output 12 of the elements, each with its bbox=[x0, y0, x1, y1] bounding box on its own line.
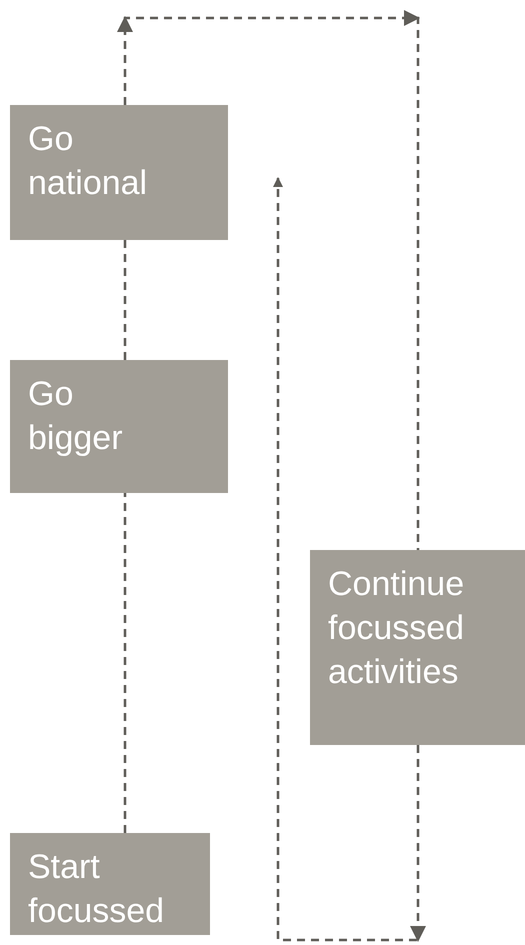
dashed-line bbox=[124, 492, 126, 833]
box-label: Go national bbox=[28, 119, 148, 204]
dashed-arrow bbox=[117, 10, 420, 550]
dashed-arrow bbox=[273, 177, 426, 942]
box-label: Go bigger bbox=[28, 374, 123, 460]
box-label: Start focussed bbox=[28, 847, 164, 932]
process-box bbox=[10, 833, 210, 935]
process-box bbox=[10, 105, 228, 240]
process-box bbox=[310, 550, 525, 745]
process-box bbox=[10, 360, 228, 493]
box-label: Continue focussed activities bbox=[328, 564, 464, 694]
dashed-line bbox=[124, 238, 126, 360]
